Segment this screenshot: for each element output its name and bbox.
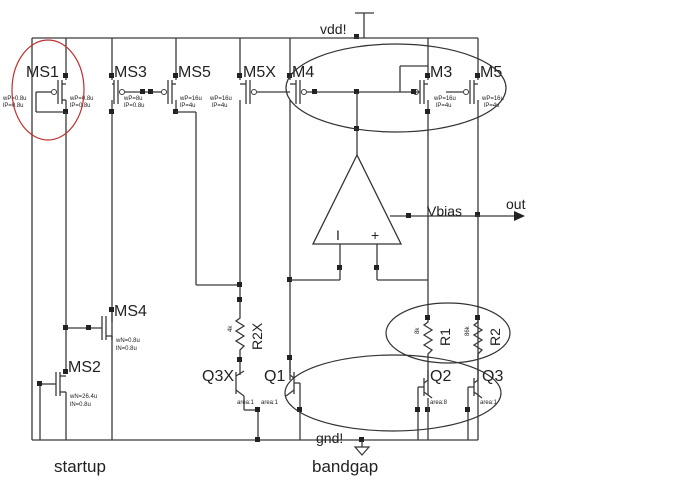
ms1-param-4: lP=0.8u (70, 103, 91, 109)
ms3-label: MS3 (114, 64, 147, 81)
ms5-param-1: wP=16u (179, 96, 202, 102)
ms5-param-2: lP=4u (180, 103, 196, 109)
m5x-param-1: wP=16u (209, 96, 232, 102)
r2-value: 86k (465, 325, 471, 336)
opamp-minus: I (336, 227, 340, 243)
ms1-label: MS1 (26, 64, 59, 81)
m5-param-1: wP=16u (481, 96, 504, 102)
transistor-m5x (237, 38, 290, 302)
transistor-ms2 (37, 330, 68, 440)
bjt-q3 (465, 354, 483, 440)
transistor-m4 (287, 38, 420, 380)
q3-label: Q3 (482, 368, 503, 385)
ms4-param-1: wN=0.8u (115, 338, 140, 344)
m4-label: M4 (292, 64, 314, 81)
opamp-plus: + (371, 227, 379, 243)
resistor-r2 (472, 315, 484, 355)
m3-label: M3 (430, 64, 452, 81)
m5-label: M5 (480, 64, 502, 81)
bjt-q3x (235, 362, 260, 442)
vdd-label: vdd! (320, 21, 346, 37)
ms5-label: MS5 (178, 64, 211, 81)
ms1-param-3: wP=0.8u (69, 96, 94, 102)
ms2-param-1: wN=26.4u (69, 394, 97, 400)
q3-area: area:1 (480, 400, 498, 406)
resistor-ellipse (385, 302, 511, 364)
gnd-label: gnd! (316, 430, 343, 446)
ms2-label: MS2 (68, 359, 101, 376)
q1-label: Q1 (264, 368, 285, 385)
resistor-r1 (422, 315, 434, 395)
r2x-value: 4k (228, 325, 234, 332)
transistor-ms3 (109, 38, 153, 340)
ms2-param-2: lN=0.8u (70, 402, 91, 408)
vdd-symbol (354, 12, 374, 39)
ms1-highlight (11, 39, 85, 141)
q1-area: area:1 (261, 400, 279, 406)
q2-area: area:8 (430, 400, 448, 406)
q3x-label: Q3X (202, 368, 234, 385)
m5-param-2: lP=4u (484, 103, 500, 109)
transistor-ms5 (153, 38, 240, 286)
r1-value: 8k (415, 327, 421, 334)
out-pin (478, 211, 525, 221)
mirror-ellipse (285, 43, 507, 133)
ms1-param-1: wP=0.8u (2, 96, 27, 102)
ms3-param-2: lP=0.8u (124, 103, 145, 109)
m5x-label: M5X (243, 64, 276, 81)
m3-param-2: lP=4u (436, 103, 452, 109)
ms3-param-1: wP=8u (123, 96, 143, 102)
ms4-param-2: lN=0.8u (116, 346, 137, 352)
q3x-area: area:1 (237, 400, 255, 406)
r2-label: R2 (487, 328, 503, 346)
out-label: out (506, 196, 526, 212)
bjt-q1 (285, 360, 302, 440)
startup-caption: startup (54, 457, 106, 476)
gnd-symbol (353, 437, 371, 456)
bjt-ellipse (284, 354, 502, 432)
resistor-r2x (234, 302, 246, 362)
bandgap-caption: bandgap (312, 457, 378, 476)
vbias-label: Vbias (427, 203, 462, 219)
ms4-label: MS4 (114, 303, 147, 320)
transistor-ms4 (63, 307, 114, 440)
m5x-param-2: lP=4u (212, 103, 228, 109)
opamp (290, 153, 478, 281)
r1-label: R1 (437, 328, 453, 346)
r2x-label: R2X (249, 322, 265, 350)
transistor-ms1 (35, 38, 68, 330)
q2-label: Q2 (430, 368, 451, 385)
m3-param-1: wP=16u (433, 96, 456, 102)
bjt-q2 (415, 370, 433, 440)
transistor-m3 (399, 38, 430, 318)
